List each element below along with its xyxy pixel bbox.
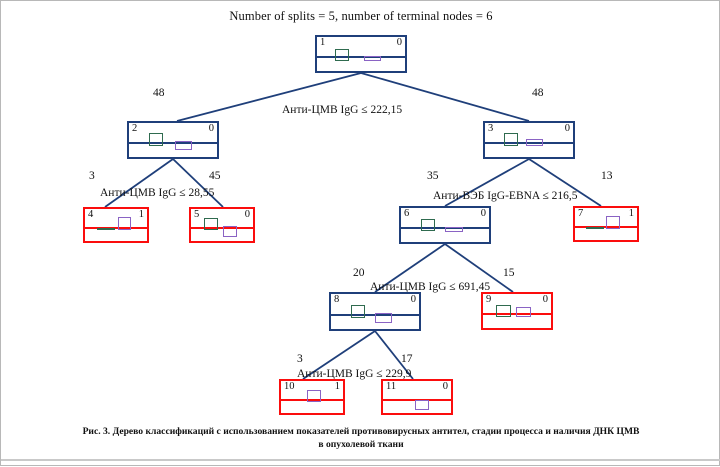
split-condition-2: Анти-ЦМВ IgG ≤ 28,55 [100,187,215,199]
count-2-right: 45 [209,170,221,182]
tree-node-1-id: 1 [320,37,326,48]
tree-node-6-class: 0 [480,208,486,219]
tree-node-3-class: 0 [564,123,570,134]
tree-node-5-bar-class0 [223,226,237,237]
tree-node-4-id: 4 [88,209,94,220]
tree-node-8[interactable]: 8 0 [329,292,421,331]
tree-node-5-upper [191,209,253,229]
tree-node-2[interactable]: 2 0 [127,121,219,159]
tree-node-6-id: 6 [404,208,410,219]
tree-node-9-upper [483,294,551,316]
tree-node-8-bar-class1 [351,305,365,318]
tree-node-1-upper [317,37,405,59]
tree-node-9-bar-class1 [496,305,511,317]
tree-node-9-bar-class0 [516,307,531,317]
tree-node-7-id: 7 [578,208,584,219]
tree-node-11-bar-class0 [415,400,429,410]
tree-node-11-upper [383,381,451,401]
tree-node-8-bar-class0 [375,313,392,323]
tree-node-11-class: 0 [442,381,448,392]
edge-8-10 [302,330,376,380]
tree-node-1-bar-class0 [364,56,381,61]
tree-node-3-id: 3 [488,123,494,134]
count-1-left: 48 [153,87,165,99]
split-condition-3: Анти-ВЭБ IgG-EBNA ≤ 216,5 [433,190,578,202]
tree-node-7-class: 1 [628,208,634,219]
tree-node-10-class: 1 [334,381,340,392]
edge-6-9 [444,243,514,293]
figure-caption-line-2: в опухолевой ткани [318,438,404,450]
split-condition-8: Анти-ЦМВ IgG ≤ 229,9 [297,368,412,380]
edge-6-8 [374,243,446,293]
caption-divider [1,459,720,461]
tree-node-7[interactable]: 7 1 [573,206,639,242]
count-1-right: 48 [532,87,544,99]
tree-node-2-bar-class0 [175,141,192,150]
tree-node-10[interactable]: 10 1 [279,379,345,415]
edge-1-3 [360,72,530,122]
split-condition-6: Анти-ЦМВ IgG ≤ 691,45 [370,281,491,293]
tree-node-9[interactable]: 9 0 [481,292,553,330]
edge-2-4 [104,158,174,208]
edge-2-5 [172,158,224,208]
tree-node-6[interactable]: 6 0 [399,206,491,244]
tree-node-7-bar-class0 [606,216,620,229]
tree-node-2-class: 0 [208,123,214,134]
tree-node-1[interactable]: 1 0 [315,35,407,73]
tree-node-8-class: 0 [410,294,416,305]
tree-node-5-class: 0 [244,209,250,220]
tree-node-7-bar-class1 [586,227,604,229]
tree-node-4[interactable]: 4 1 [83,207,149,243]
tree-node-9-id: 9 [486,294,492,305]
tree-node-10-id: 10 [284,381,295,392]
count-3-right: 13 [601,170,613,182]
tree-node-2-upper [129,123,217,145]
tree-node-11[interactable]: 11 0 [381,379,453,415]
tree-node-6-bar-class1 [421,219,435,231]
figure-caption-line-1: Рис. 3. Дерево классификаций с использов… [82,426,640,437]
tree-node-4-bar-class1 [97,228,115,230]
edge-1-2 [176,72,362,122]
tree-node-5-bar-class1 [204,218,218,230]
figure-title: Number of splits = 5, number of terminal… [229,9,493,23]
edge-8-11 [374,330,414,380]
tree-node-4-upper [85,209,147,229]
tree-node-6-upper [401,208,489,230]
tree-node-2-id: 2 [132,123,138,134]
tree-node-4-bar-class0 [118,217,131,230]
tree-node-3[interactable]: 3 0 [483,121,575,159]
edge-3-6 [444,158,530,207]
count-6-left: 20 [353,267,365,279]
tree-node-3-bar-class0 [526,139,543,146]
tree-node-2-bar-class1 [149,133,163,146]
tree-node-3-bar-class1 [504,133,518,146]
edge-3-7 [528,158,602,207]
tree-node-1-bar-class1 [335,48,349,61]
count-3-left: 35 [427,170,439,182]
count-6-right: 15 [503,267,515,279]
tree-node-10-upper [281,381,343,401]
tree-node-4-class: 1 [138,209,144,220]
count-8-right: 17 [401,353,413,365]
tree-node-5-id: 5 [194,209,200,220]
tree-node-10-bar-class0 [307,390,321,402]
tree-node-8-id: 8 [334,294,340,305]
tree-node-9-class: 0 [542,294,548,305]
figure-caption: Рис. 3. Дерево классификаций с использов… [25,426,697,451]
tree-node-3-upper [485,123,573,145]
tree-node-1-class: 0 [396,37,402,48]
count-8-left: 3 [297,353,303,365]
tree-node-11-id: 11 [386,381,397,392]
tree-node-6-bar-class0 [445,227,463,232]
split-condition-1: Анти-ЦМВ IgG ≤ 222,15 [282,104,403,116]
count-2-left: 3 [89,170,95,182]
tree-node-5[interactable]: 5 0 [189,207,255,243]
